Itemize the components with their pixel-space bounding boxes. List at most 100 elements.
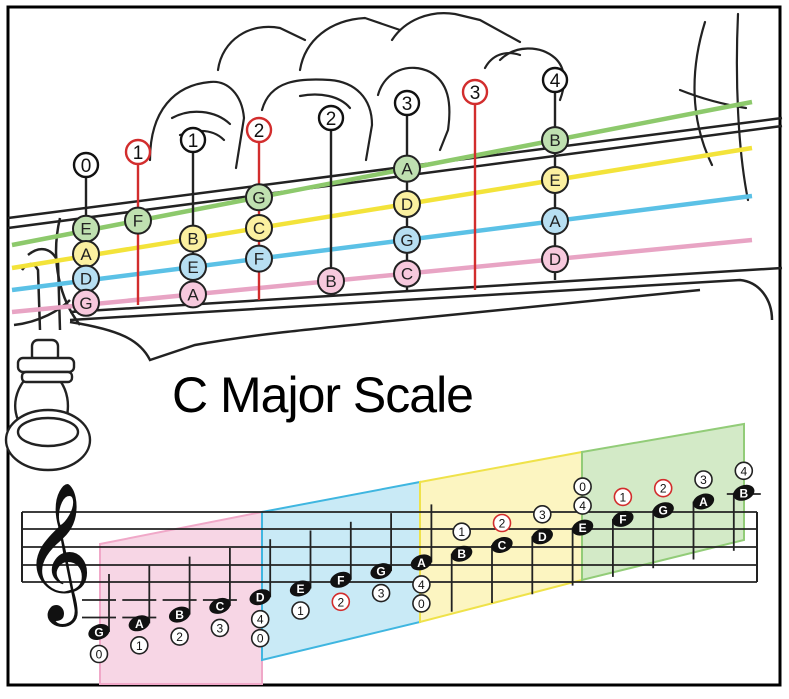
note-head <box>289 580 312 597</box>
finger-circle <box>371 583 391 603</box>
note-circle <box>245 183 273 212</box>
note-letter: C <box>401 265 413 284</box>
note-name: C <box>498 539 507 553</box>
finger-number: 4 <box>257 613 264 627</box>
note-head <box>128 615 150 632</box>
note-circle <box>393 189 421 218</box>
note-letter: E <box>549 171 560 190</box>
finger-circle <box>573 496 592 515</box>
finger-number: 2 <box>326 109 337 130</box>
finger-number: 2 <box>660 482 667 496</box>
staff-note-c: C2 <box>491 513 513 603</box>
note-letter: G <box>79 294 92 313</box>
finger-number-badge: 1 <box>124 138 152 166</box>
diagram-title: C Major Scale <box>172 367 473 423</box>
finger-number-badge: 3 <box>461 78 489 106</box>
note-letter: C <box>253 219 265 238</box>
note-head <box>209 597 231 614</box>
finger-circle <box>170 627 189 646</box>
finger-number: 2 <box>499 517 506 531</box>
finger-circle <box>72 151 100 179</box>
fingerboard-note-g: G <box>245 183 273 212</box>
note-name: E <box>296 582 304 596</box>
note-head <box>168 606 191 623</box>
note-circle <box>317 266 345 295</box>
note-name: D <box>256 591 265 605</box>
note-letter: B <box>187 230 198 249</box>
finger-circle <box>452 522 472 542</box>
note-circle <box>179 253 207 282</box>
note-circle <box>245 244 273 273</box>
fingerboard-note-e: E <box>179 253 207 282</box>
finger-number-badge: 0 <box>72 151 100 179</box>
note-letter: G <box>252 188 265 207</box>
finger-number: 4 <box>740 464 747 478</box>
note-letter: E <box>80 220 91 239</box>
finger-circle <box>541 66 569 94</box>
note-circle <box>124 206 152 235</box>
finger-number-badge: 4 <box>541 66 569 94</box>
note-name: F <box>337 573 344 587</box>
staff-note-e: E40 <box>571 477 594 586</box>
finger-circle <box>210 618 230 638</box>
note-head <box>410 554 433 571</box>
finger-number: 1 <box>620 490 627 504</box>
staff-note-b: B1 <box>450 522 473 612</box>
finger-number: 0 <box>81 156 92 177</box>
e-string-zone <box>581 422 745 582</box>
note-head <box>88 624 110 640</box>
staff-note-a: A3 <box>692 470 715 560</box>
note-name: A <box>417 556 426 570</box>
staff-note-d: D3 <box>531 504 553 595</box>
staff-note-g: G3 <box>370 513 393 603</box>
note-name: E <box>579 521 587 535</box>
finger-number: 3 <box>700 473 707 487</box>
note-circle <box>179 280 207 309</box>
staff-note-f: F1 <box>612 487 634 577</box>
note-name: B <box>739 486 748 500</box>
a-string-line <box>11 145 753 271</box>
fingerboard-note-d: D <box>72 264 100 293</box>
fingerboard-note-d: D <box>541 245 569 274</box>
finger-number: 1 <box>188 131 199 152</box>
note-name: G <box>94 626 103 640</box>
note-name: C <box>216 599 225 613</box>
finger-circle <box>532 504 552 524</box>
fingerboard-note-b: B <box>541 126 569 155</box>
finger-circle <box>734 461 754 481</box>
finger-number-badge: 3 <box>393 89 421 117</box>
note-name: A <box>699 495 708 509</box>
finger-number-badge: 2 <box>245 116 273 144</box>
note-circle <box>541 126 569 155</box>
note-name: F <box>619 512 626 526</box>
fingerboard-note-e: E <box>541 165 569 194</box>
note-name: B <box>175 608 184 622</box>
finger-number: 4 <box>579 499 586 513</box>
finger-number: 1 <box>297 604 304 618</box>
finger-circle-alt <box>412 594 431 613</box>
note-letter: A <box>187 285 199 304</box>
note-head <box>612 510 634 527</box>
note-head <box>370 563 392 580</box>
note-head <box>330 571 352 588</box>
note-letter: A <box>80 245 92 264</box>
finger-circle-alt <box>250 628 270 648</box>
staff-note-a: A1 <box>122 565 157 655</box>
note-head <box>531 528 553 545</box>
note-circle <box>393 259 421 288</box>
note-head <box>733 484 755 501</box>
finger-number-alt: 0 <box>257 632 264 646</box>
finger-number: 1 <box>133 143 144 164</box>
finger-circle <box>331 592 351 612</box>
note-head <box>652 502 674 519</box>
finger-number: 4 <box>418 578 425 592</box>
finger-circle <box>492 513 512 533</box>
note-letter: D <box>401 195 413 214</box>
note-letter: B <box>325 272 336 291</box>
finger-number: 3 <box>470 83 481 104</box>
fingerboard-note-a: A <box>72 240 100 268</box>
note-head <box>249 589 271 606</box>
g-string-line <box>11 237 753 315</box>
